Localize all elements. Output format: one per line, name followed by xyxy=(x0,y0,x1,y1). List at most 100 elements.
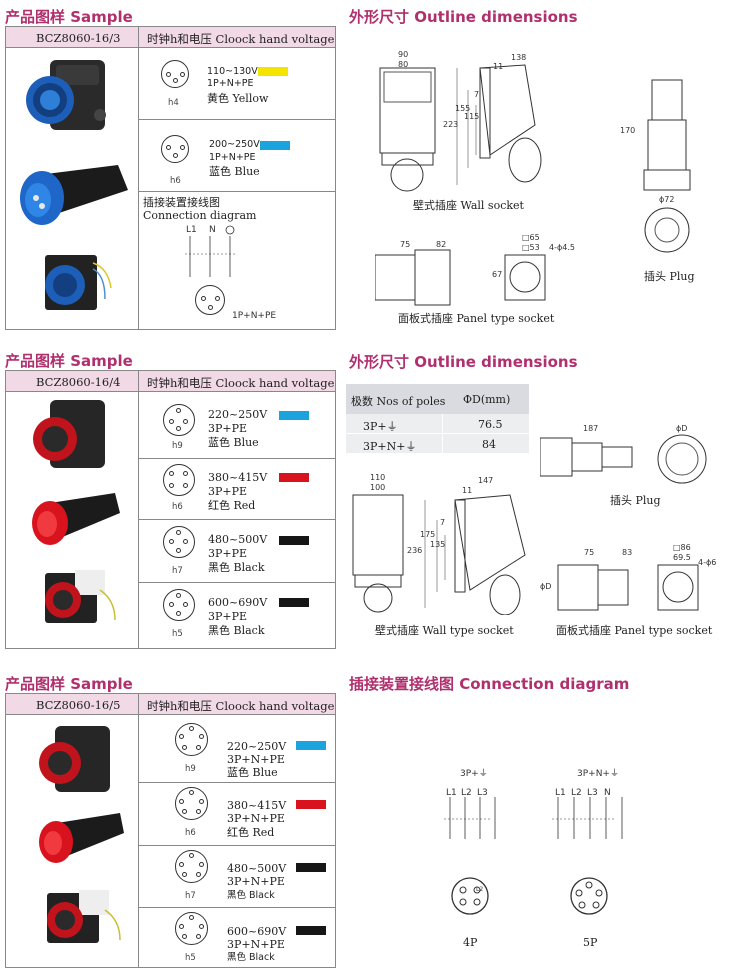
outline-title: 外形尺寸 Outline dimensions xyxy=(349,353,578,371)
color-label: 红色 Red xyxy=(208,499,256,512)
plug-photo xyxy=(39,813,124,863)
dimension-label: 236 xyxy=(407,546,423,555)
socket-face-1p xyxy=(195,285,225,315)
socket-face-4p xyxy=(451,877,489,915)
voltage-text: 600~690V xyxy=(227,925,287,938)
poles-text: 3P+N+PE xyxy=(227,812,285,825)
wire-label: L1 xyxy=(446,788,457,798)
poles-text: 1P+N+PE xyxy=(209,152,256,163)
clock-code: h4 xyxy=(168,98,179,108)
panel-socket-photo xyxy=(47,890,121,943)
dimension-label: 7 xyxy=(440,518,446,527)
poles-header: 极数 Nos of poles xyxy=(351,395,446,408)
plug-caption: 插头 Plug xyxy=(610,494,661,507)
poles-cell: 3P+⏚ xyxy=(363,420,398,433)
color-label: 蓝色 Blue xyxy=(209,165,260,178)
voltage-text: 480~500V xyxy=(208,533,268,546)
connection-title-cn: 插接装置接线图 xyxy=(143,196,220,209)
color-swatch-red xyxy=(296,800,326,809)
clock-code: h7 xyxy=(185,891,196,901)
poles-cell: 3P+N+⏚ xyxy=(363,440,417,453)
color-label: 黑色 Black xyxy=(227,952,275,963)
socket-face-h7 xyxy=(175,850,208,883)
voltage-text: 480~500V xyxy=(227,862,287,875)
color-swatch-yellow xyxy=(258,67,288,76)
diameter-header: ΦD(mm) xyxy=(463,393,511,406)
wire-label: L2 xyxy=(571,788,582,798)
wire-label: N xyxy=(604,788,611,798)
poles-text: 3P+N+PE xyxy=(227,875,285,888)
dimension-label: ϕD xyxy=(540,582,552,591)
wire-label: L1 xyxy=(555,788,566,798)
clock-code: h5 xyxy=(172,629,183,639)
clock-code: h7 xyxy=(172,566,183,576)
model-label: BCZ8060-16/3 xyxy=(36,31,121,45)
wall-socket-caption: 壁式插座 Wall socket xyxy=(413,199,524,212)
dimension-label: 4-ϕ4.5 xyxy=(549,243,575,252)
clock-code: h9 xyxy=(185,764,196,774)
dimension-label: 138 xyxy=(511,53,527,62)
color-swatch-black xyxy=(279,536,309,545)
sample-title: 产品图样 Sample xyxy=(5,8,133,26)
diagram-title-5p: 3P+N+⏚ xyxy=(577,769,619,779)
panel-socket-drawing xyxy=(557,564,699,611)
dimension-label: 170 xyxy=(620,126,636,135)
diagram-label-5p: 5P xyxy=(583,936,598,949)
wire-label: L3 xyxy=(587,788,598,798)
poles-text: 3P+PE xyxy=(208,547,248,560)
wall-socket-photo xyxy=(26,60,106,130)
dimension-label: 100 xyxy=(370,483,386,492)
diagram-label-4p: 4P xyxy=(463,936,478,949)
diameter-cell: 76.5 xyxy=(478,418,503,431)
color-label: 黑色 Black xyxy=(208,561,265,574)
socket-face-h6 xyxy=(161,135,189,163)
clock-code: h6 xyxy=(172,502,183,512)
dimension-label: □86 xyxy=(673,543,691,552)
panel-socket-caption: 面板式插座 Panel type socket xyxy=(556,624,713,637)
diagram-title-4p: 3P+⏚ xyxy=(460,769,488,779)
clock-code: h5 xyxy=(185,953,196,963)
model-label: BCZ8060-16/5 xyxy=(36,698,121,712)
voltage-text: 600~690V xyxy=(208,596,268,609)
color-swatch-blue xyxy=(260,141,290,150)
socket-face-h6 xyxy=(175,787,208,820)
plug-photo xyxy=(32,493,120,545)
dimension-label: 82 xyxy=(436,240,447,249)
dimension-label: 75 xyxy=(584,548,595,557)
plug-caption: 插头 Plug xyxy=(644,270,695,283)
color-swatch-black xyxy=(279,598,309,607)
voltage-header: 时钟h和电压 Cloock hand voltage xyxy=(147,699,335,713)
wire-label: L2 xyxy=(461,788,472,798)
sample-title: 产品图样 Sample xyxy=(5,675,133,693)
socket-face-h9 xyxy=(163,404,195,436)
dimension-label: 80 xyxy=(398,60,409,69)
wall-socket-photo xyxy=(33,400,105,468)
dimension-label: 83 xyxy=(622,548,633,557)
socket-face-h7 xyxy=(163,526,195,558)
socket-face-h5 xyxy=(175,912,208,945)
wall-socket-caption: 壁式插座 Wall type socket xyxy=(375,624,514,637)
color-swatch-red xyxy=(279,473,309,482)
sample-title: 产品图样 Sample xyxy=(5,352,133,370)
color-label: 黄色 Yellow xyxy=(207,92,269,105)
table-header: BCZ8060-16/3 时钟h和电压 Cloock hand voltage xyxy=(6,27,335,48)
socket-face-5p xyxy=(570,877,608,915)
dimension-label: ϕD xyxy=(676,424,688,433)
socket-face-h4 xyxy=(161,60,189,88)
dimension-label: □65 xyxy=(522,233,540,242)
dimension-label: 147 xyxy=(478,476,494,485)
voltage-header: 时钟h和电压 Cloock hand voltage xyxy=(147,376,335,390)
poles-text: 3P+N+PE xyxy=(227,938,285,951)
socket-face-h6 xyxy=(163,464,195,496)
table-header: BCZ8060-16/5 时钟h和电压 Cloock hand voltage xyxy=(6,694,335,715)
wire-label: L3 xyxy=(477,788,488,798)
dimension-label: 155 xyxy=(455,104,471,113)
panel-socket-caption: 面板式插座 Panel type socket xyxy=(398,312,555,325)
voltage-text: 110~130V xyxy=(207,66,258,77)
model-label: BCZ8060-16/4 xyxy=(36,375,121,389)
panel-socket-photo xyxy=(45,255,112,310)
dimension-label: □53 xyxy=(522,243,540,252)
wall-socket-drawing xyxy=(379,64,542,192)
diameter-cell: 84 xyxy=(482,438,496,451)
dimension-label: 135 xyxy=(430,540,446,549)
